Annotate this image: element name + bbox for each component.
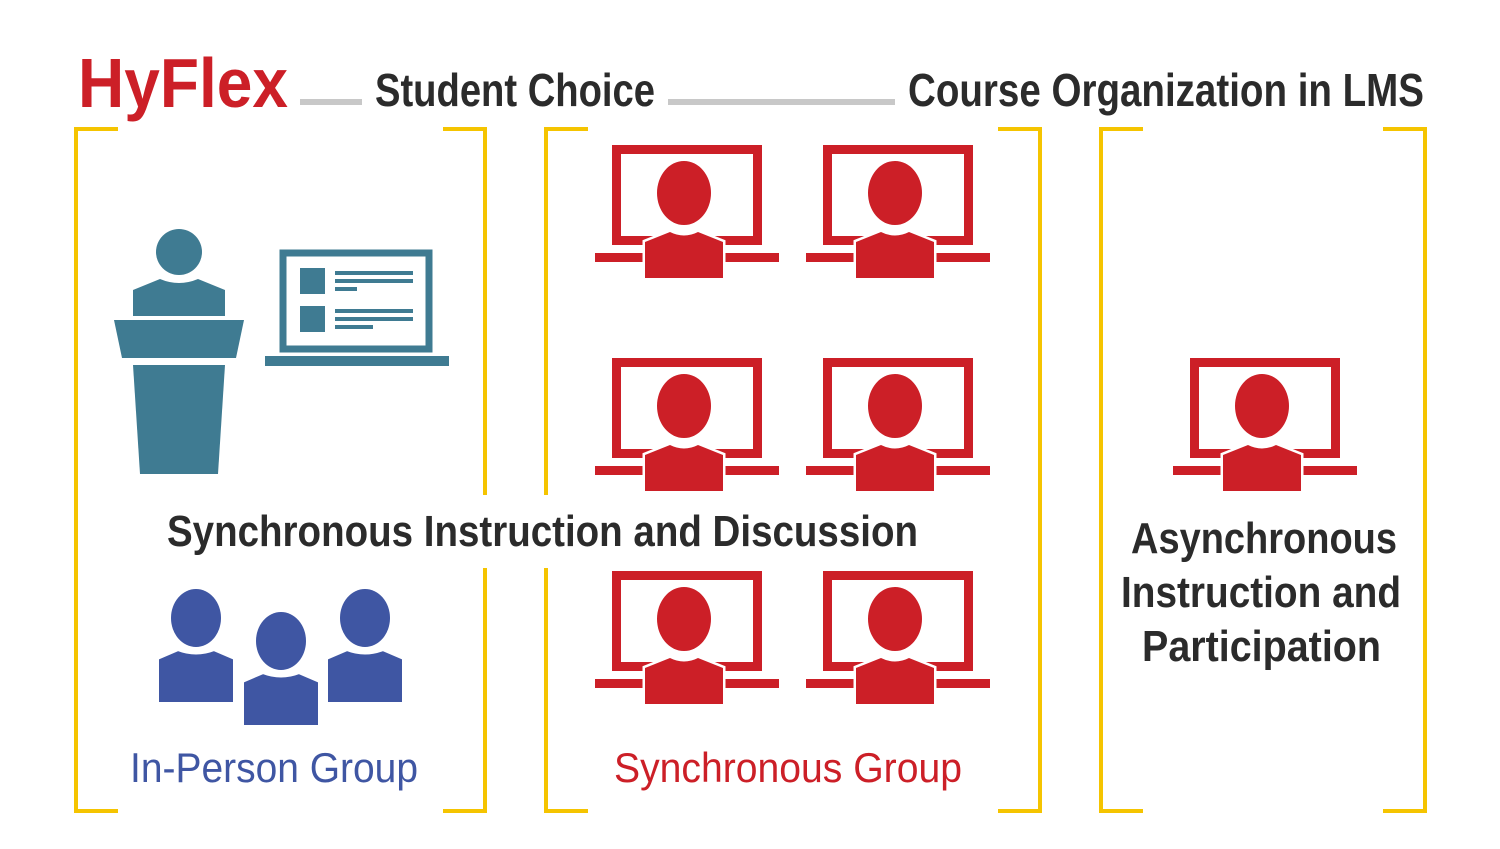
header-divider-2 — [668, 99, 895, 105]
async-title-line-2: Instruction and — [1121, 568, 1401, 617]
bracket-in-person — [74, 127, 487, 813]
header-divider-1 — [300, 99, 362, 105]
async-title-line-3: Participation — [1142, 622, 1381, 671]
bracket-asynchronous — [1099, 127, 1427, 813]
synchronous-instruction-title: Synchronous Instruction and Discussion — [167, 507, 918, 556]
remote-student-laptop-icon — [806, 363, 990, 492]
group-people-icon — [155, 587, 406, 729]
remote-student-laptop-icon — [595, 150, 779, 279]
podium-speaker-icon — [114, 229, 244, 474]
student-choice-heading: Student Choice — [375, 64, 655, 116]
remote-student-laptop-icon — [806, 150, 990, 279]
laptop-slides-icon — [265, 249, 449, 366]
bracket-synchronous — [544, 127, 1042, 813]
remote-student-laptop-icon — [806, 576, 990, 705]
synchronous-group-label: Synchronous Group — [614, 744, 962, 791]
remote-student-laptop-icon — [595, 363, 779, 492]
course-organization-heading: Course Organization in LMS — [908, 64, 1424, 116]
hyflex-logo: HyFlex — [78, 44, 288, 122]
in-person-group-label: In-Person Group — [130, 744, 418, 791]
remote-student-laptop-icon — [595, 576, 779, 705]
async-title-line-1: Asynchronous — [1131, 514, 1397, 563]
async-student-laptop-icon — [1173, 363, 1357, 492]
